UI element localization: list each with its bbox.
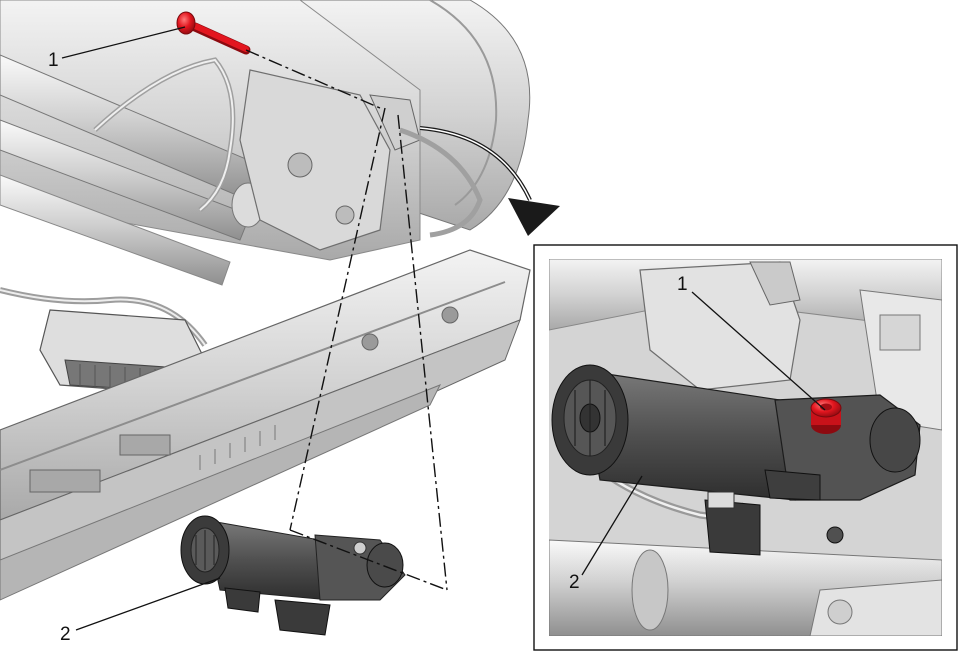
bolt-part-icon: [176, 11, 251, 55]
detail-inset: 1 2: [533, 244, 958, 651]
main-assembly-view: [0, 0, 560, 601]
callout-2-detail: 2: [569, 572, 580, 593]
actuator-part: [180, 515, 406, 636]
nut-part-icon: [810, 398, 842, 434]
callout-leaders-main: [61, 26, 221, 631]
callout-2-main: 2: [60, 624, 71, 645]
callout-1-main: 1: [48, 50, 59, 71]
callout-1-detail: 1: [677, 274, 688, 295]
projection-lines: [245, 49, 448, 591]
